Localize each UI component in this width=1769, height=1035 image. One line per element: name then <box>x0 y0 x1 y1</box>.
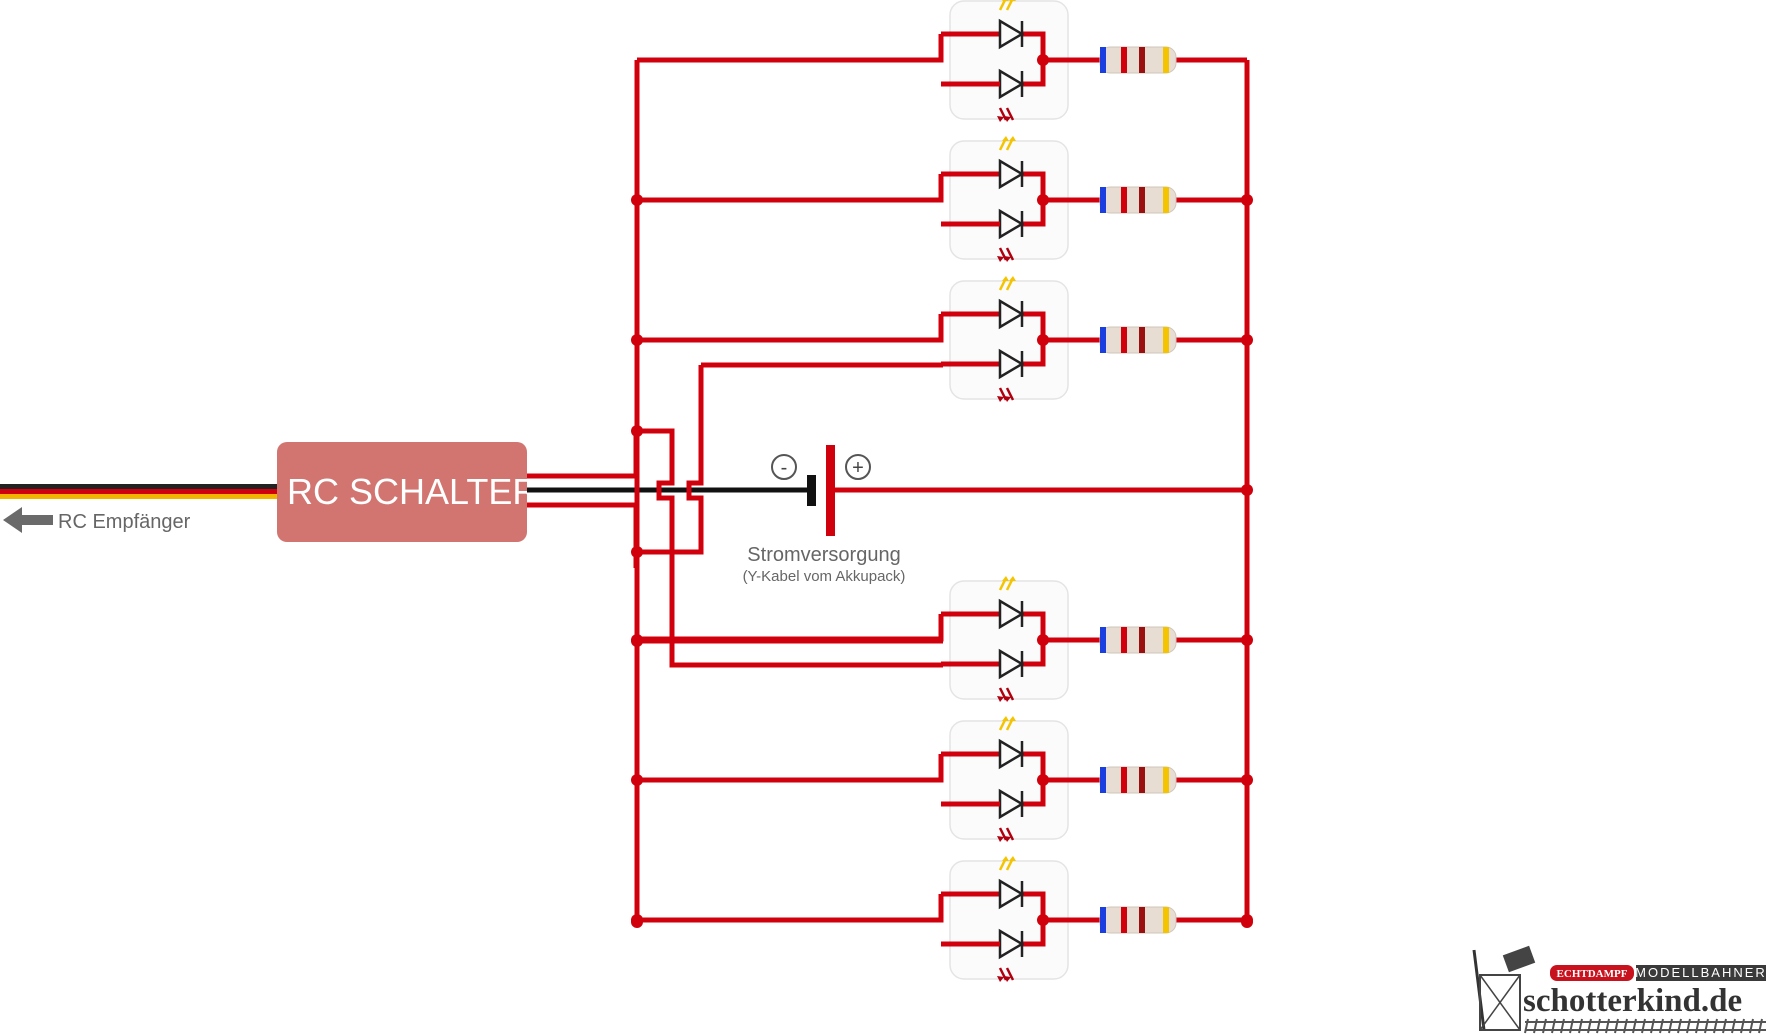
led-icon <box>997 648 1025 702</box>
junction <box>631 546 643 558</box>
resistor-icon <box>1099 186 1177 214</box>
power-label: Stromversorgung <box>747 544 900 566</box>
led-icon <box>998 276 1025 330</box>
echtdampf-badge: ECHTDAMPF <box>1550 965 1634 981</box>
led-icon <box>998 0 1025 50</box>
led-group <box>631 276 1253 402</box>
battery-icon <box>807 445 1247 536</box>
junction <box>1037 634 1049 646</box>
logo-tagline: MODELLBAHNER <box>1635 965 1767 980</box>
led-icon <box>998 856 1025 910</box>
minus-icon: - <box>771 454 797 480</box>
receiver-cable <box>0 484 280 499</box>
junction <box>1241 916 1253 928</box>
plus-icon: + <box>845 454 871 480</box>
rc-switch-label: RC SCHALTER <box>287 471 538 512</box>
power-sublabel: (Y-Kabel vom Akkupack) <box>743 568 906 585</box>
signal-mast-icon <box>1472 945 1536 1031</box>
resistor-icon <box>1099 626 1177 654</box>
junction <box>1241 484 1253 496</box>
svg-text:-: - <box>781 457 788 479</box>
led-group <box>631 856 1253 982</box>
junction <box>1037 334 1049 346</box>
led-group <box>631 136 1253 262</box>
junction <box>631 425 643 437</box>
receiver-label: RC Empfänger <box>58 511 191 533</box>
led-icon <box>997 348 1025 402</box>
crossover-wires <box>637 362 943 668</box>
resistor-icon <box>1099 766 1177 794</box>
logo: ECHTDAMPF MODELLBAHNER schotterkind.de <box>1472 945 1767 1034</box>
junction <box>631 194 643 206</box>
arrow-left-icon <box>3 507 53 533</box>
led-icon <box>998 716 1025 770</box>
svg-text:ECHTDAMPF: ECHTDAMPF <box>1557 968 1628 980</box>
junction <box>631 916 643 928</box>
led-icon <box>998 136 1025 190</box>
led-group <box>631 576 1253 702</box>
junction <box>631 334 643 346</box>
track-icon <box>1524 1018 1766 1034</box>
junction <box>1241 194 1253 206</box>
junction <box>1241 774 1253 786</box>
logo-site: schotterkind.de <box>1523 983 1742 1019</box>
junction <box>1037 194 1049 206</box>
junction <box>1241 634 1253 646</box>
led-group <box>637 0 1247 122</box>
junction <box>631 774 643 786</box>
junction <box>1037 774 1049 786</box>
junction <box>1037 914 1049 926</box>
led-groups <box>631 0 1253 982</box>
resistor-icon <box>1099 906 1177 934</box>
junction <box>1037 54 1049 66</box>
led-icon <box>998 576 1025 630</box>
resistor-icon <box>1099 326 1177 354</box>
led-icon <box>997 788 1025 842</box>
led-group <box>631 716 1253 842</box>
resistor-icon <box>1099 46 1177 74</box>
rc-switch: RC SCHALTER <box>277 442 538 542</box>
svg-text:+: + <box>852 457 864 479</box>
junction <box>631 635 643 647</box>
junction <box>1241 334 1253 346</box>
